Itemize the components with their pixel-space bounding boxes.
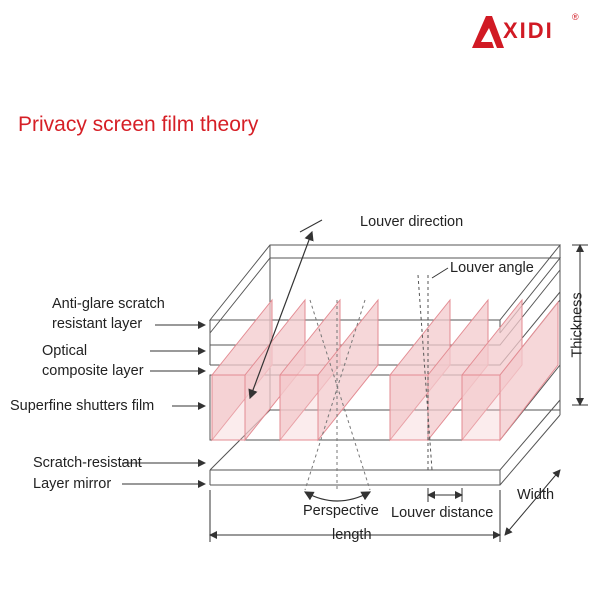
brand-logo-text: XIDI (503, 18, 554, 43)
label-optical-2: composite layer (42, 363, 144, 379)
louver-slats (211, 298, 559, 442)
label-width: Width (517, 487, 555, 503)
registered-mark: ® (572, 12, 579, 22)
label-optical-1: Optical (42, 343, 88, 359)
louver-angle-lines (417, 274, 433, 471)
louver-angle-leader (431, 267, 449, 279)
label-louver-distance: Louver distance (391, 505, 494, 521)
louver-direction-arrow (248, 230, 314, 400)
label-shutters: Superfine shutters film (10, 398, 155, 414)
perspective-lines (304, 299, 371, 491)
label-perspective: Perspective (303, 503, 379, 519)
label-louver-direction: Louver direction (360, 214, 464, 230)
label-scratch-1: Scratch-resistant (33, 455, 142, 471)
label-louver-angle: Louver angle (450, 260, 534, 276)
label-anti-glare-1: Anti-glare scratch (52, 296, 165, 312)
brand-logo-mark (472, 16, 504, 48)
label-scratch-2: Layer mirror (33, 476, 112, 492)
width-dimension (504, 469, 561, 536)
label-thickness: Thickness (569, 292, 586, 358)
label-length: length (332, 527, 372, 543)
louver-direction-leader (299, 219, 323, 233)
page-title: Privacy screen film theory (18, 113, 259, 136)
layer-leader-arrows (122, 321, 206, 488)
perspective-arc (303, 491, 372, 502)
label-anti-glare-2: resistant layer (52, 316, 143, 332)
